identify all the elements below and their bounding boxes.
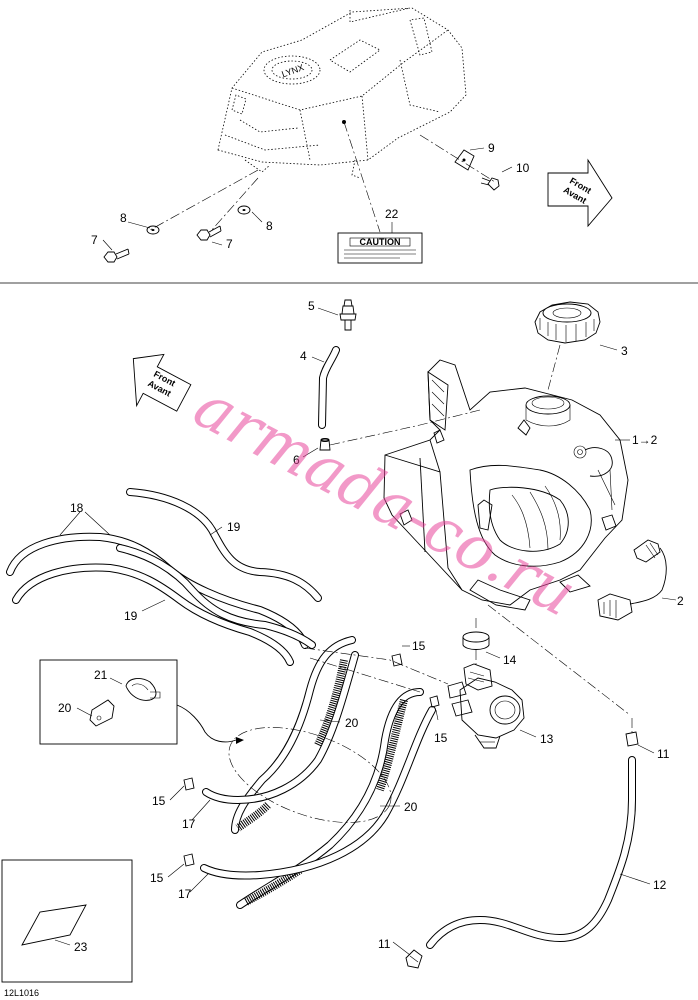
callout-15-b: 15 — [434, 731, 448, 745]
fuel-cap-part-3 — [534, 301, 601, 344]
callout-4: 4 — [300, 349, 307, 363]
hose-part-17-upper — [202, 651, 359, 804]
hose-part-12 — [426, 756, 636, 949]
callout-8-left: 8 — [120, 211, 127, 225]
callout-11-lower: 11 — [378, 937, 391, 951]
front-direction-arrow-top: Front Avant — [547, 158, 613, 228]
screw-part-10 — [480, 177, 500, 191]
callout-15-a: 15 — [412, 639, 426, 653]
clamp-part-14 — [462, 631, 490, 650]
callout-17-upper: 17 — [182, 817, 196, 831]
callout-12: 12 — [653, 878, 667, 892]
callout-15-d: 15 — [150, 871, 164, 885]
callout-19-lower: 19 — [124, 609, 138, 623]
clamp-part-15-d — [183, 853, 195, 867]
callout-7-right: 7 — [226, 237, 233, 251]
clamp-part-15-b — [429, 695, 440, 708]
inset-box-parts-20-21 — [39, 659, 178, 745]
callout-20-lower: 20 — [404, 800, 418, 814]
fuel-tank-part-1 — [383, 359, 629, 611]
callout-18: 18 — [70, 501, 84, 515]
callout-7-left: 7 — [91, 233, 98, 247]
washer-part-8-right — [237, 205, 251, 215]
svg-text:LYNX: LYNX — [280, 62, 305, 79]
inset-box-part-23 — [1, 859, 133, 983]
clamp-part-11-upper — [625, 731, 639, 747]
clamp-part-11-lower — [405, 949, 423, 969]
callout-8-right: 8 — [266, 219, 273, 233]
front-direction-arrow-main: Front Avant — [132, 353, 192, 412]
washer-part-8-left — [146, 225, 160, 235]
callout-15-c: 15 — [152, 794, 166, 808]
fuel-pump-part-13 — [447, 663, 525, 749]
caution-label-part-22: CAUTION — [337, 232, 423, 264]
callout-9: 9 — [488, 141, 495, 155]
hose-part-18-19-bundle — [6, 488, 322, 666]
bolt-part-7-left — [103, 248, 130, 263]
fitting-part-6 — [319, 438, 331, 451]
callout-3: 3 — [621, 344, 628, 358]
diagram-id: 12L1016 — [4, 988, 39, 998]
caution-label-text: CAUTION — [360, 237, 401, 247]
fuel-level-sensor-part-2 — [597, 539, 667, 621]
callout-10: 10 — [516, 161, 530, 175]
hose-part-17-lower — [200, 706, 436, 880]
callout-22: 22 — [385, 207, 399, 221]
callout-1-2: 1→2 — [632, 433, 658, 447]
clamp-part-15-c — [183, 777, 195, 791]
bolt-part-7-right — [196, 225, 222, 241]
vent-hose-part-4 — [318, 346, 340, 429]
callout-17-lower: 17 — [178, 887, 192, 901]
callout-23: 23 — [74, 940, 88, 954]
callout-19-upper: 19 — [227, 520, 241, 534]
callout-2: 2 — [677, 594, 684, 608]
callout-20-upper: 20 — [345, 716, 359, 730]
callout-11-upper: 11 — [657, 747, 670, 761]
callout-21: 21 — [94, 668, 108, 682]
upper-tank-assembly: LYNX — [217, 7, 467, 179]
callout-6: 6 — [293, 453, 300, 467]
callout-20-inset: 20 — [58, 701, 72, 715]
callout-5: 5 — [308, 299, 315, 313]
callout-14: 14 — [503, 653, 517, 667]
vent-fitting-part-5 — [339, 299, 357, 331]
clamp-part-15-a — [391, 653, 403, 667]
bracket-part-9 — [454, 149, 475, 171]
callout-13: 13 — [540, 732, 554, 746]
